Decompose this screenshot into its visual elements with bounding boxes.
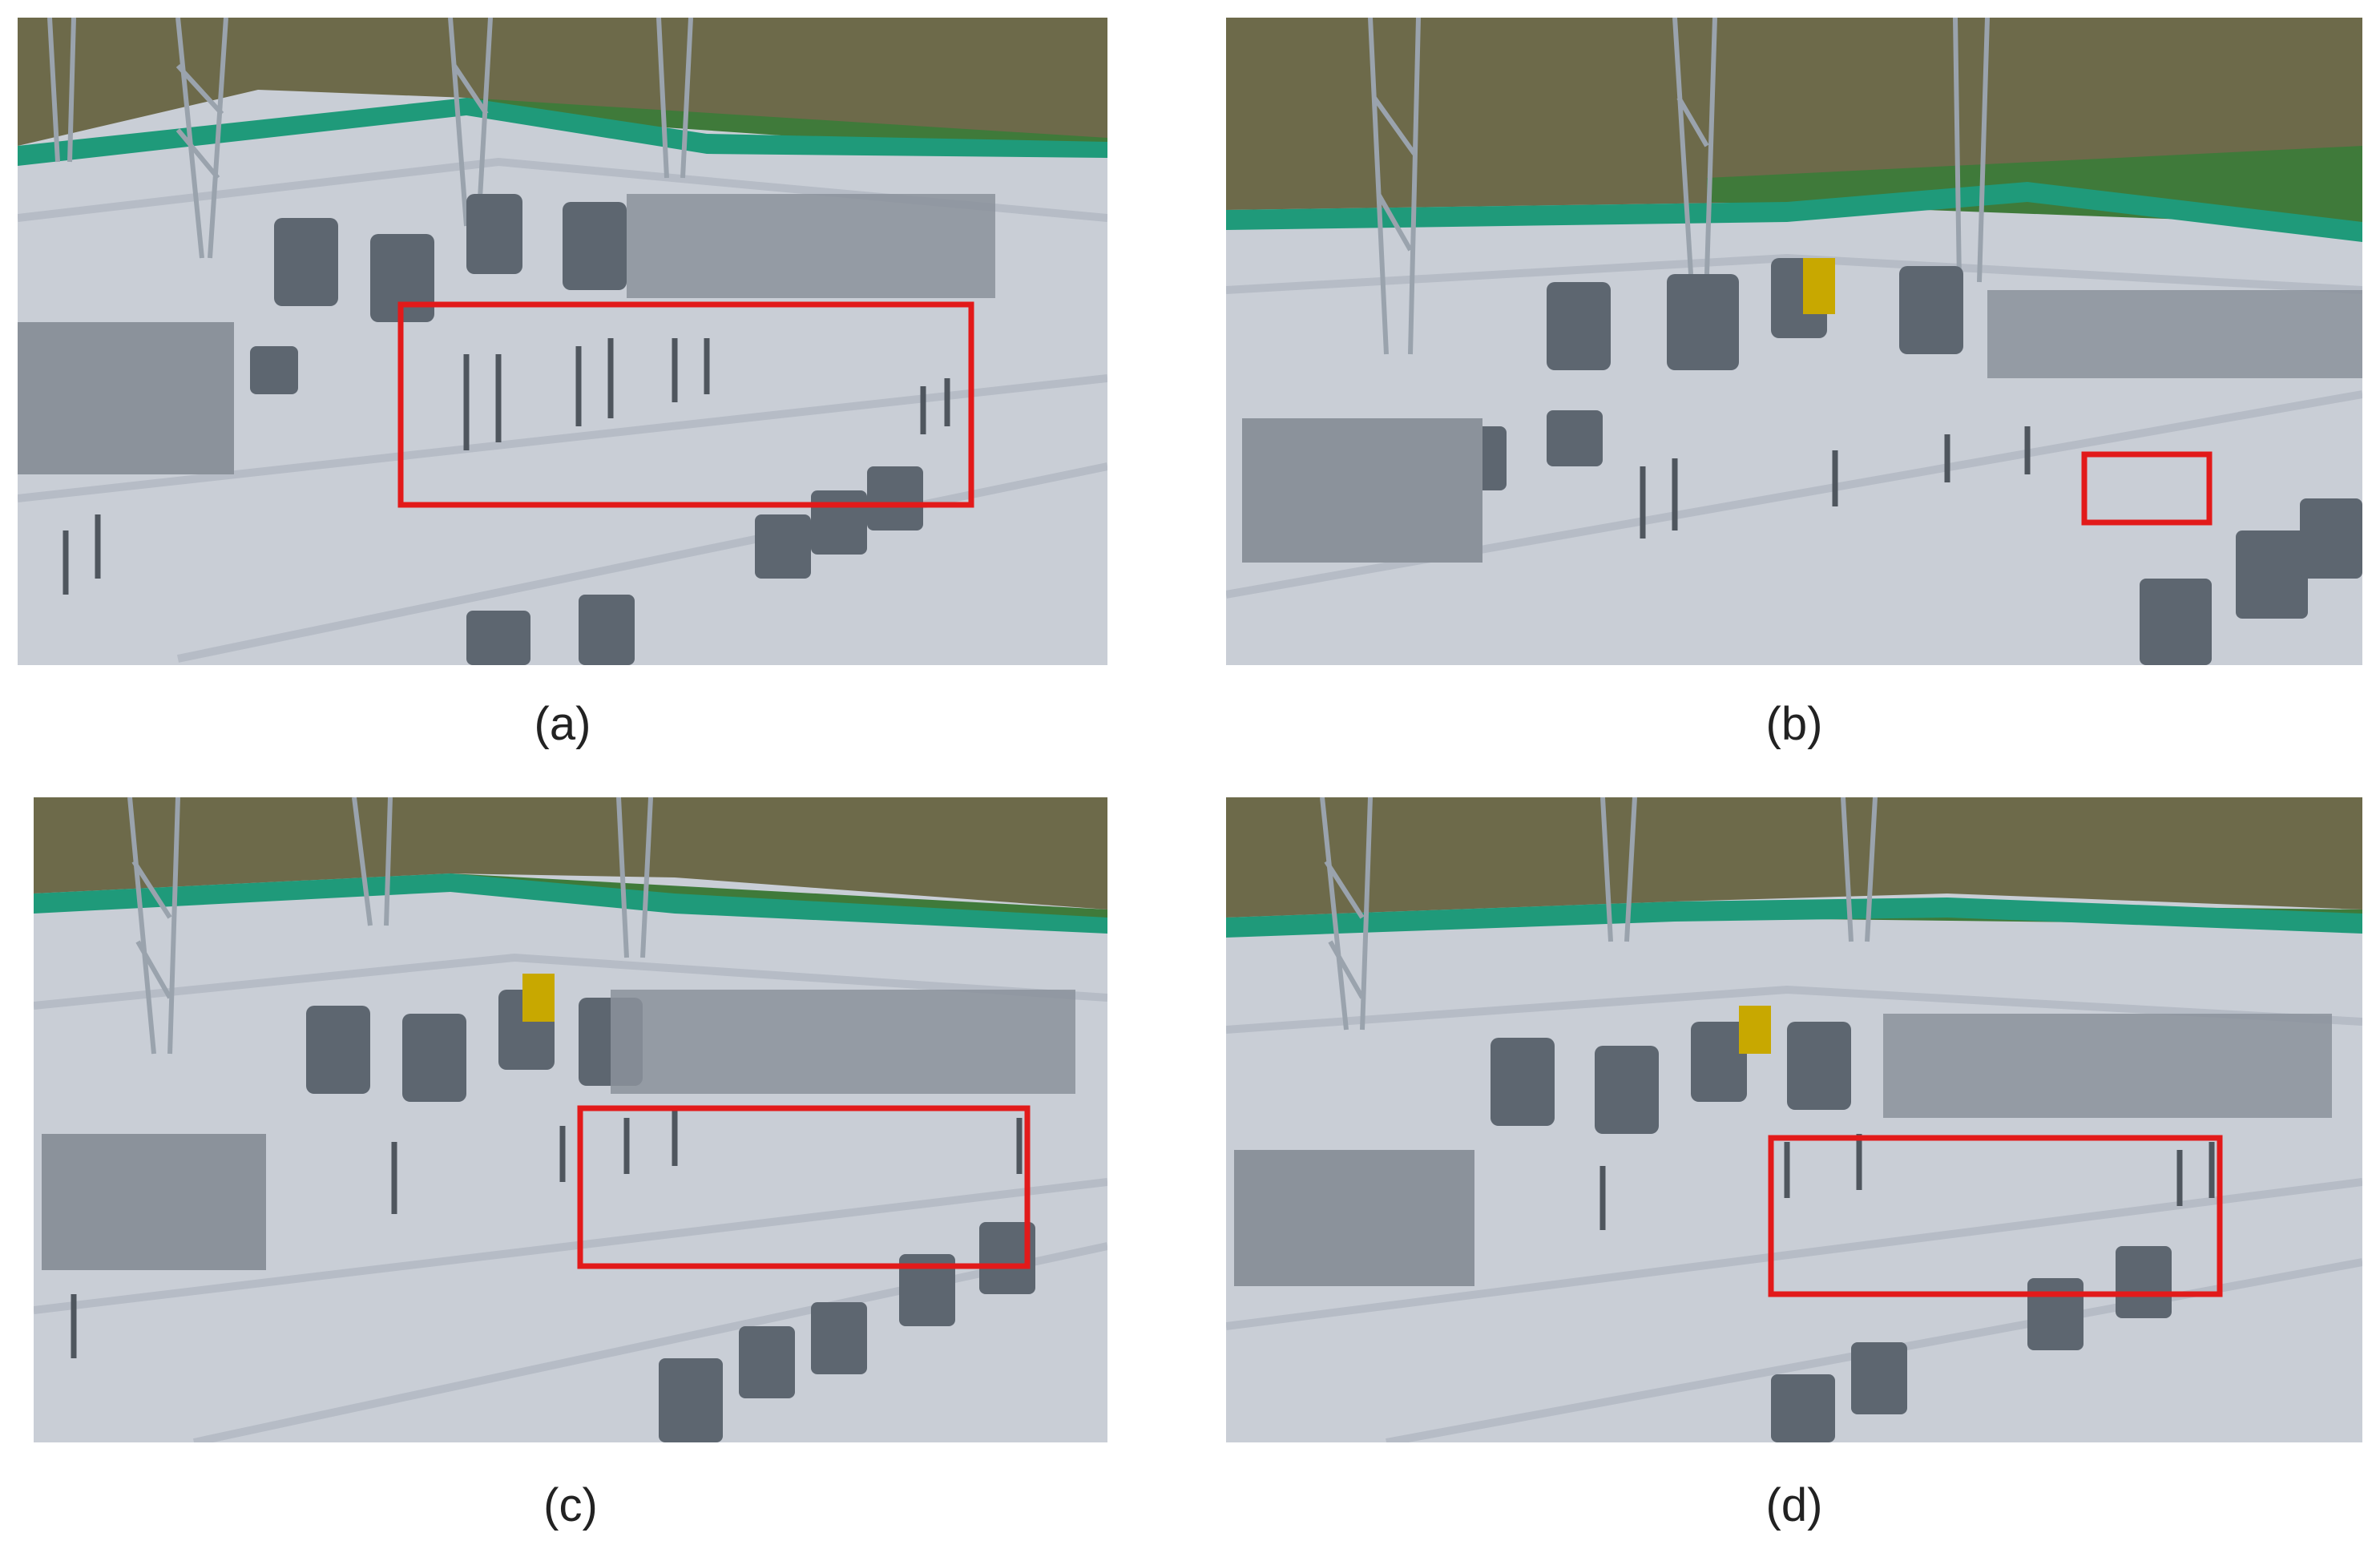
caption-a: (a) — [534, 698, 591, 750]
caption-d: (d) — [1765, 1479, 1823, 1531]
highlight-box-c — [577, 1105, 1031, 1269]
scene-panel-b — [1226, 18, 2362, 665]
substation-render-b — [1226, 18, 2362, 665]
highlight-box-d — [1768, 1135, 2223, 1297]
scene-panel-d — [1226, 797, 2362, 1442]
scene-panel-c — [34, 797, 1107, 1442]
highlight-box-a — [397, 301, 974, 508]
caption-c: (c) — [543, 1479, 598, 1531]
caption-b: (b) — [1765, 698, 1823, 750]
scene-panel-a — [18, 18, 1107, 665]
highlight-box-b — [2081, 451, 2213, 526]
substation-render-d — [1226, 797, 2362, 1442]
substation-render-c — [34, 797, 1107, 1442]
substation-render-a — [18, 18, 1107, 665]
